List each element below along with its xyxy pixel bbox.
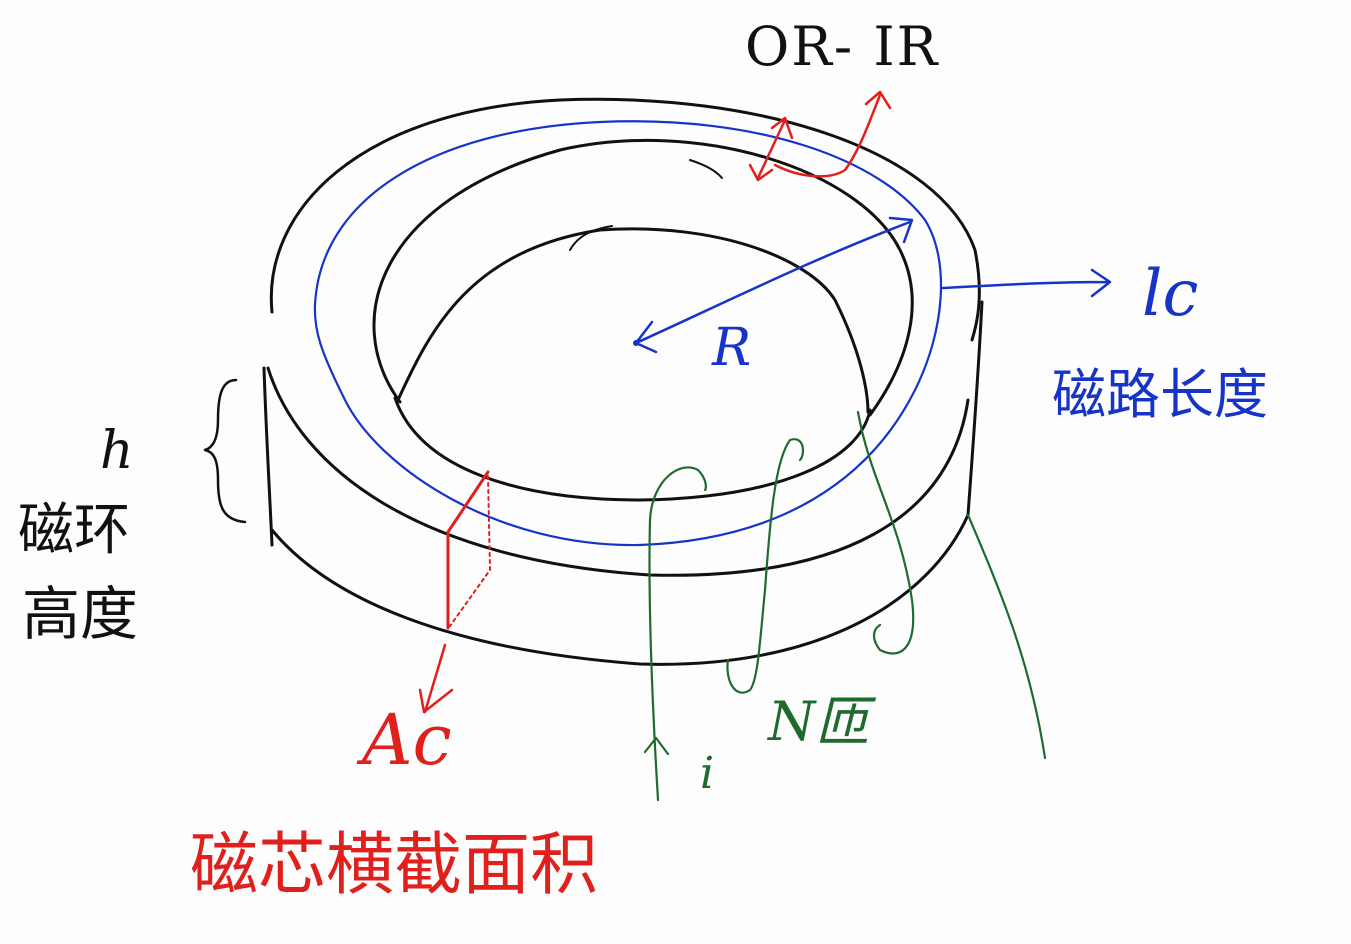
radius-label: R	[712, 318, 752, 378]
cross-section-hidden	[449, 475, 491, 627]
current-arrow	[643, 736, 670, 756]
height-text-line1: 磁环	[18, 498, 130, 563]
inner-wall-tick	[569, 225, 613, 251]
height-brace	[203, 378, 247, 524]
outer-bottom-edge	[270, 513, 970, 666]
thickness-label: OR- IR	[745, 15, 940, 78]
height-symbol: h	[100, 421, 134, 481]
path-length-symbol: lc	[1142, 257, 1199, 331]
area-symbol: Ac	[362, 699, 452, 781]
area-text: 磁芯横截面积	[190, 826, 599, 905]
cross-section	[446, 470, 490, 630]
thickness-arrow	[748, 90, 892, 182]
lc-arrow	[941, 268, 1112, 298]
radius-arrow	[634, 216, 914, 354]
inner-top-edge	[372, 138, 914, 417]
inner-top-front	[393, 396, 872, 502]
outer-top-edge	[269, 97, 981, 342]
inner-wall-edge	[396, 227, 870, 414]
coil-winding	[648, 410, 1047, 802]
right-wall	[966, 300, 984, 517]
magnetic-path	[313, 120, 943, 547]
height-text-line2: 高度	[22, 580, 139, 648]
current-label: i	[700, 748, 715, 799]
turns-label: N匝	[768, 690, 870, 753]
top-tick	[689, 159, 723, 179]
left-wall	[262, 366, 274, 547]
path-length-text: 磁路长度	[1052, 363, 1268, 426]
ac-arrow	[418, 643, 454, 714]
